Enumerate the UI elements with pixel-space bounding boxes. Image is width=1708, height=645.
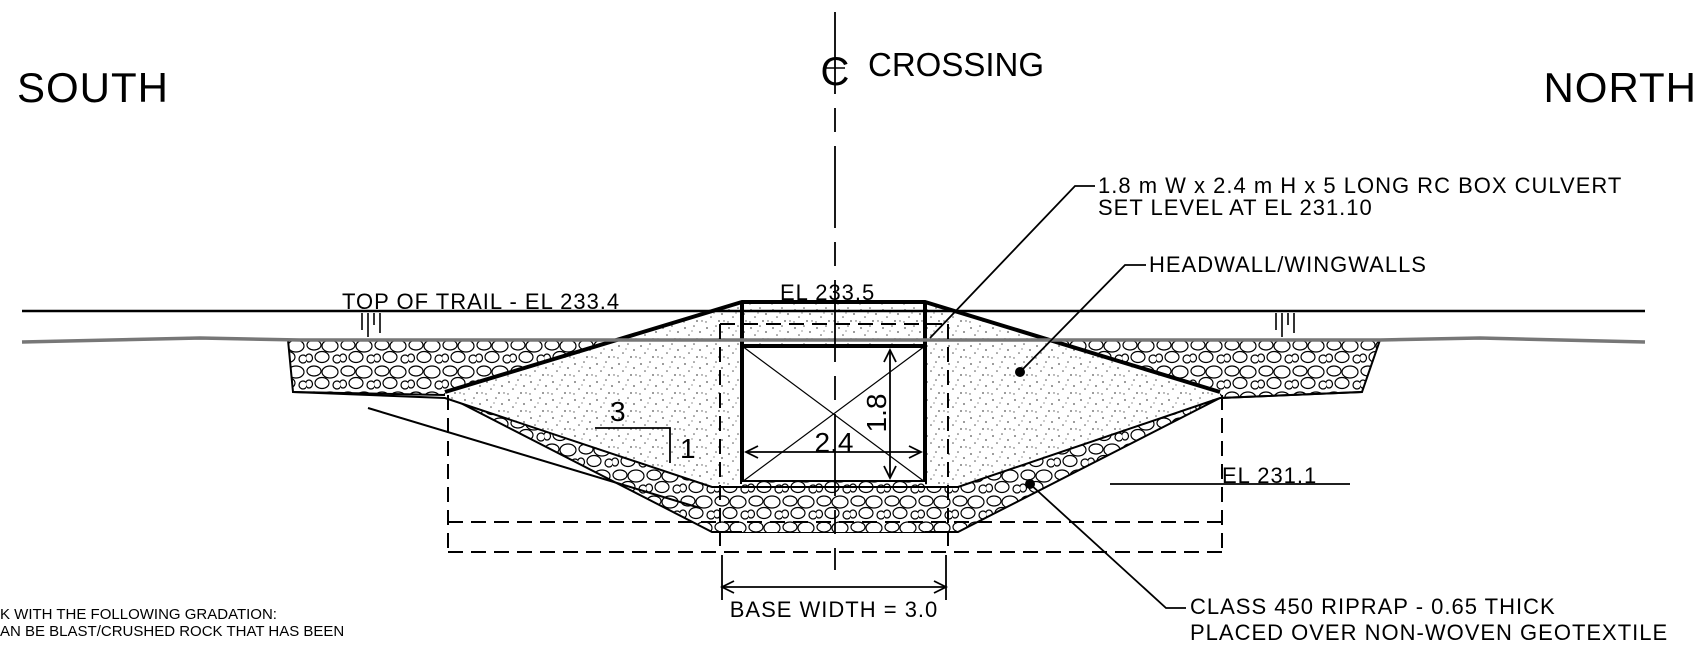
existing-ground-line bbox=[21, 336, 1646, 344]
slope-rise: 1 bbox=[680, 433, 696, 464]
grass-ticks-north bbox=[1275, 313, 1295, 337]
centerline-symbol: C bbox=[821, 50, 850, 94]
leader-lines bbox=[929, 185, 1350, 609]
culvert-height-dim: 1.8 bbox=[861, 394, 892, 433]
gradation-note-line2: AN BE BLAST/CRUSHED ROCK THAT HAS BEEN bbox=[0, 623, 344, 640]
south-label: SOUTH bbox=[17, 64, 169, 111]
headwall-label: HEADWALL/WINGWALLS bbox=[1149, 252, 1427, 277]
embankment-outline bbox=[444, 300, 1221, 394]
headwall-leader-dot bbox=[1015, 367, 1025, 377]
riprap-leader-dot bbox=[1025, 479, 1035, 489]
culvert-note-line2: SET LEVEL AT EL 231.10 bbox=[1098, 195, 1373, 220]
riprap-note-line1: CLASS 450 RIPRAP - 0.65 THICK bbox=[1190, 594, 1556, 619]
culvert-dimensions bbox=[743, 347, 924, 481]
excavation-limits bbox=[447, 323, 1223, 553]
base-width-label: BASE WIDTH = 3.0 bbox=[730, 597, 939, 622]
culvert-width-dim: 2.4 bbox=[815, 427, 854, 458]
grass-ticks-south bbox=[361, 313, 381, 337]
gradation-note-line1: K WITH THE FOLLOWING GRADATION: bbox=[0, 606, 277, 623]
slope-run: 3 bbox=[610, 396, 626, 427]
base-width-dimension bbox=[719, 555, 949, 600]
invert-elevation-label: EL 231.1 bbox=[1222, 463, 1317, 488]
riprap-note-line2: PLACED OVER NON-WOVEN GEOTEXTILE bbox=[1190, 620, 1668, 645]
crest-elevation-label: EL 233.5 bbox=[780, 280, 875, 305]
slope-indicator bbox=[595, 427, 671, 463]
north-label: NORTH bbox=[1543, 64, 1697, 111]
crossing-label: CROSSING bbox=[868, 46, 1044, 83]
top-of-trail-label: TOP OF TRAIL - EL 233.4 bbox=[342, 289, 620, 314]
culvert-note-line1: 1.8 m W x 2.4 m H x 5 LONG RC BOX CULVER… bbox=[1098, 173, 1622, 198]
